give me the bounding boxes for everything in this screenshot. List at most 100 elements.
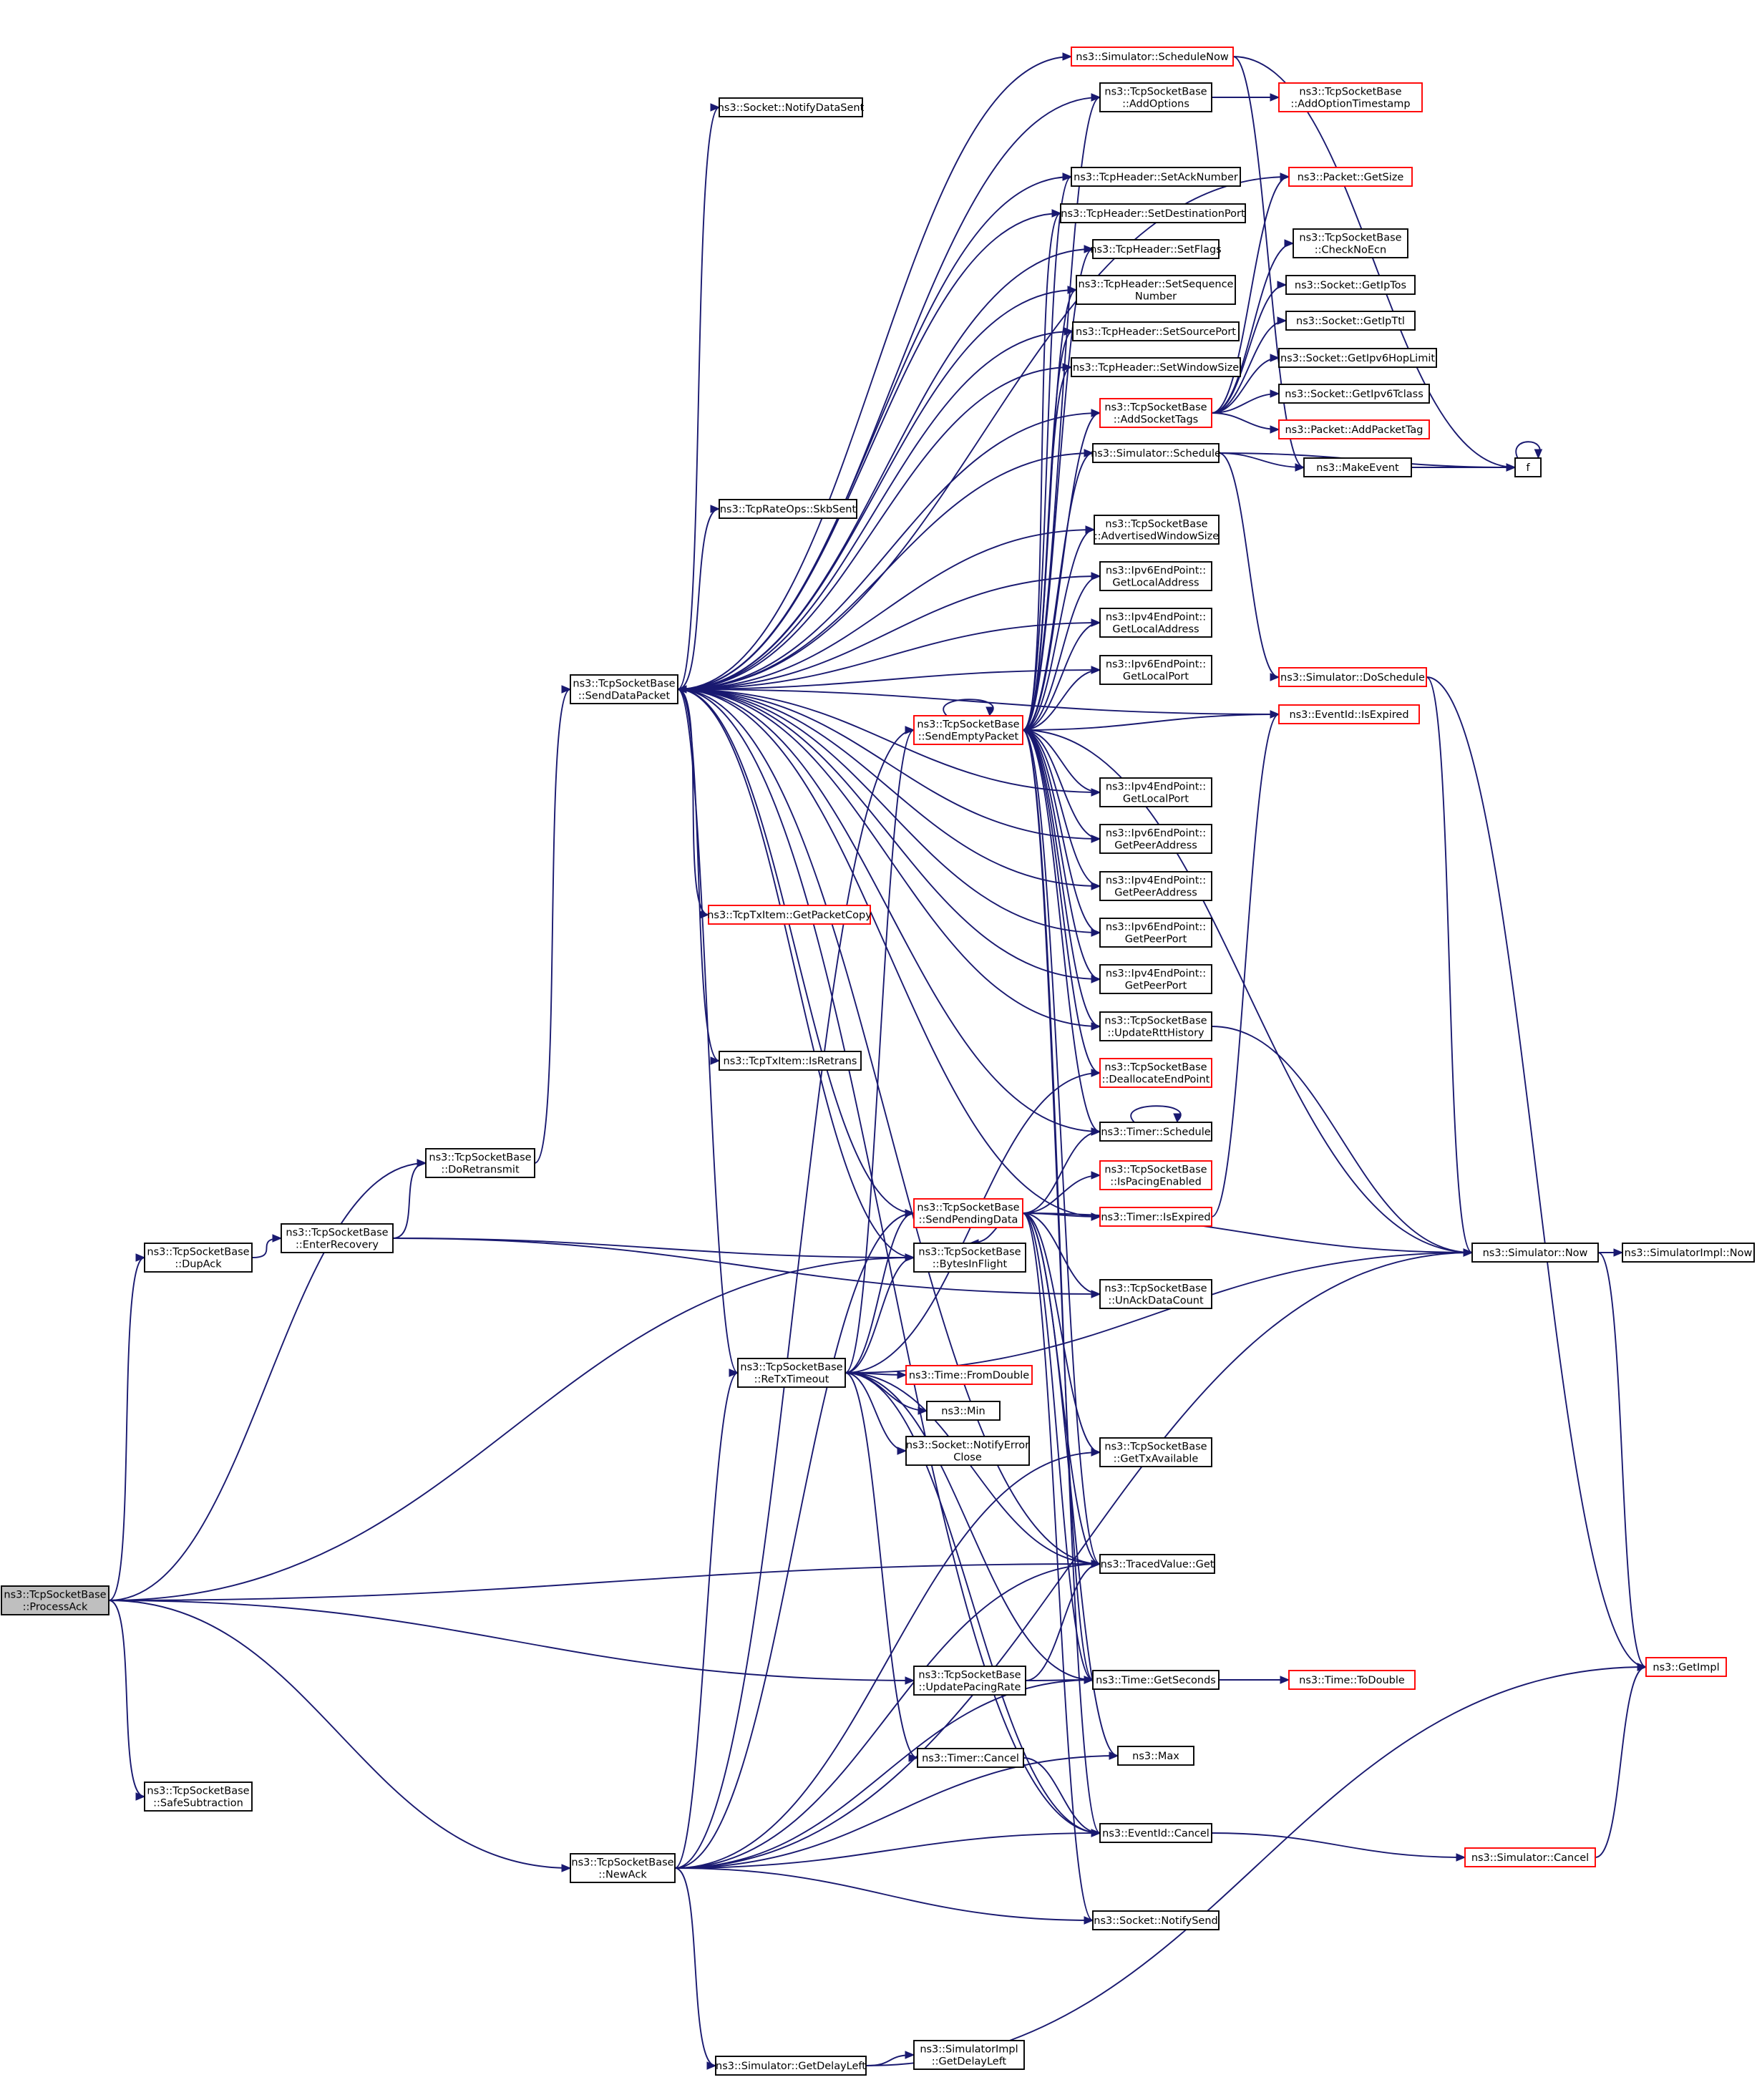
node-checknoecn[interactable]: ns3::TcpSocketBase::CheckNoEcn — [1293, 228, 1408, 258]
node-notifysend[interactable]: ns3::Socket::NotifySend — [1092, 1910, 1220, 1930]
call-edge — [1211, 316, 1288, 414]
node-label: ns3::SimulatorImpl — [920, 2044, 1018, 2056]
node-sim_cancel[interactable]: ns3::Simulator::Cancel — [1464, 1847, 1596, 1867]
node-todouble[interactable]: ns3::Time::ToDouble — [1288, 1670, 1416, 1690]
call-edge — [1022, 729, 1101, 843]
node-notifydatasent[interactable]: ns3::Socket::NotifyDataSent — [718, 97, 865, 117]
node-setacknumber[interactable]: ns3::TcpHeader::SetAckNumber — [1071, 167, 1241, 187]
node-setflags[interactable]: ns3::TcpHeader::SetFlags — [1090, 239, 1222, 259]
node-tracedvalue_get[interactable]: ns3::TracedValue::Get — [1099, 1554, 1215, 1574]
node-setsourceport[interactable]: ns3::TcpHeader::SetSourcePort — [1072, 321, 1240, 341]
node-bytesinflight[interactable]: ns3::TcpSocketBase::BytesInFlight — [913, 1243, 1026, 1273]
call-edge — [534, 685, 572, 1164]
node-min[interactable]: ns3::Min — [926, 1401, 1001, 1421]
node-sendemptypacket[interactable]: ns3::TcpSocketBase::SendEmptyPacket — [913, 715, 1023, 745]
node-makeevent[interactable]: ns3::MakeEvent — [1303, 457, 1412, 477]
node-enterrecovery[interactable]: ns3::TcpSocketBase::EnterRecovery — [281, 1223, 394, 1253]
node-getipv6hoplimit[interactable]: ns3::Socket::GetIpv6HopLimit — [1278, 348, 1437, 368]
edge-arrowhead — [729, 1369, 739, 1377]
edge-arrowhead — [1280, 172, 1290, 181]
node-getipttl[interactable]: ns3::Socket::GetIpTtl — [1285, 311, 1416, 331]
node-label: ns3::TcpSocketBase — [918, 1247, 1021, 1258]
node-label: ns3::TcpHeader::SetDestinationPort — [1061, 208, 1245, 220]
node-box — [1278, 419, 1430, 439]
node-retxtimeout[interactable]: ns3::TcpSocketBase::ReTxTimeout — [737, 1358, 846, 1388]
node-label: ns3::TcpSocketBase — [286, 1228, 388, 1239]
edge-arrowhead — [1109, 1751, 1119, 1760]
node-getimpl[interactable]: ns3::GetImpl — [1645, 1657, 1727, 1677]
node-getpacketcopy[interactable]: ns3::TcpTxItem::GetPacketCopy — [707, 905, 872, 925]
node-getdelayleft[interactable]: ns3::Simulator::GetDelayLeft — [715, 2056, 867, 2076]
node-simimpl_now[interactable]: ns3::SimulatorImpl::Now — [1622, 1243, 1755, 1263]
node-senddatapacket[interactable]: ns3::TcpSocketBase::SendDataPacket — [570, 674, 678, 704]
node-label: ns3::Ipv4EndPoint:: — [1106, 782, 1206, 793]
node-packet_getsize[interactable]: ns3::Packet::GetSize — [1288, 167, 1413, 187]
edge-arrowhead — [417, 1159, 427, 1167]
node-doretransmit[interactable]: ns3::TcpSocketBase::DoRetransmit — [425, 1148, 535, 1178]
node-getiptos[interactable]: ns3::Socket::GetIpTos — [1285, 275, 1416, 295]
node-label: ns3::TcpHeader::SetFlags — [1090, 244, 1221, 256]
node-timer_isexpired[interactable]: ns3::Timer::IsExpired — [1099, 1207, 1212, 1227]
node-skbsent[interactable]: ns3::TcpRateOps::SkbSent — [719, 499, 857, 519]
node-eventid_cancel[interactable]: ns3::EventId::Cancel — [1099, 1823, 1212, 1843]
call-edge — [1022, 729, 1101, 797]
node-timer_cancel[interactable]: ns3::Timer::Cancel — [917, 1748, 1024, 1768]
node-sendpendingdata[interactable]: ns3::TcpSocketBase::SendPendingData — [913, 1198, 1023, 1228]
node-max[interactable]: ns3::Max — [1117, 1746, 1194, 1766]
node-ipv4_localaddr[interactable]: ns3::Ipv4EndPoint::GetLocalAddress — [1099, 608, 1212, 638]
node-box — [719, 499, 857, 519]
node-ipv6_localaddr[interactable]: ns3::Ipv6EndPoint::GetLocalAddress — [1099, 561, 1212, 591]
node-advwindowsize[interactable]: ns3::TcpSocketBase::AdvertisedWindowSize — [1094, 515, 1220, 545]
node-ipv4_peeraddr[interactable]: ns3::Ipv4EndPoint::GetPeerAddress — [1099, 871, 1212, 901]
node-box — [905, 1365, 1033, 1385]
node-simimpl_getdelayleft[interactable]: ns3::SimulatorImpl::GetDelayLeft — [913, 2040, 1025, 2070]
node-getipv6tclass[interactable]: ns3::Socket::GetIpv6Tclass — [1278, 384, 1430, 404]
node-box — [1293, 228, 1408, 258]
node-fromdouble[interactable]: ns3::Time::FromDouble — [905, 1365, 1033, 1385]
node-dupack[interactable]: ns3::TcpSocketBase::DupAck — [144, 1243, 253, 1273]
node-ipv4_localport[interactable]: ns3::Ipv4EndPoint::GetLocalPort — [1099, 777, 1212, 807]
call-edge — [676, 685, 915, 1214]
node-timer_schedule[interactable]: ns3::Timer::Schedule — [1099, 1122, 1212, 1142]
node-deallocate[interactable]: ns3::TcpSocketBase::DeallocateEndPoint — [1099, 1058, 1212, 1088]
node-unackdatacount[interactable]: ns3::TcpSocketBase::UnAckDataCount — [1099, 1279, 1212, 1309]
node-addsockettags[interactable]: ns3::TcpSocketBase::AddSocketTags — [1099, 398, 1212, 428]
node-sim_schedule[interactable]: ns3::Simulator::Schedule — [1091, 443, 1221, 463]
node-ispacing[interactable]: ns3::TcpSocketBase::IsPacingEnabled — [1099, 1160, 1212, 1190]
node-getseconds[interactable]: ns3::Time::GetSeconds — [1092, 1670, 1220, 1690]
node-updatepacingrate[interactable]: ns3::TcpSocketBase::UpdatePacingRate — [913, 1666, 1026, 1696]
node-f[interactable]: f — [1514, 457, 1542, 477]
node-isretrans[interactable]: ns3::TcpTxItem::IsRetrans — [719, 1051, 862, 1071]
node-addoptions[interactable]: ns3::TcpSocketBase::AddOptions — [1099, 82, 1212, 112]
node-newack[interactable]: ns3::TcpSocketBase::NewAck — [570, 1853, 676, 1883]
call-edge — [674, 726, 915, 1869]
call-edge — [677, 52, 1073, 690]
node-box — [1285, 275, 1416, 295]
node-schedulenow[interactable]: ns3::Simulator::ScheduleNow — [1071, 47, 1234, 67]
node-doschedule[interactable]: ns3::Simulator::DoSchedule — [1278, 667, 1427, 687]
node-ipv6_localport[interactable]: ns3::Ipv6EndPoint::GetLocalPort — [1099, 655, 1212, 685]
node-setdestport[interactable]: ns3::TcpHeader::SetDestinationPort — [1060, 203, 1246, 223]
node-label: ns3::Ipv6EndPoint:: — [1106, 922, 1206, 933]
node-safesubtraction[interactable]: ns3::TcpSocketBase::SafeSubtraction — [144, 1781, 253, 1812]
node-label: ns3::Simulator::Now — [1483, 1248, 1588, 1259]
call-edge — [1211, 354, 1280, 414]
call-edge — [1130, 1105, 1182, 1124]
node-gettxavailable[interactable]: ns3::TcpSocketBase::GetTxAvailable — [1099, 1437, 1212, 1467]
node-box — [1099, 1437, 1212, 1467]
node-setwindowsize[interactable]: ns3::TcpHeader::SetWindowSize — [1071, 357, 1241, 377]
node-ipv6_peerport[interactable]: ns3::Ipv6EndPoint::GetPeerPort — [1099, 918, 1212, 948]
node-label: ns3::Socket::NotifySend — [1094, 1915, 1217, 1927]
call-edge — [1022, 618, 1101, 731]
node-updaterttt[interactable]: ns3::TcpSocketBase::UpdateRttHistory — [1099, 1011, 1212, 1041]
node-ipv6_peeraddr[interactable]: ns3::Ipv6EndPoint::GetPeerAddress — [1099, 824, 1212, 854]
node-label: ns3::TracedValue::Get — [1101, 1559, 1215, 1570]
node-addpackettag[interactable]: ns3::Packet::AddPacketTag — [1278, 419, 1430, 439]
node-eventid_isexpired[interactable]: ns3::EventId::IsExpired — [1278, 704, 1420, 724]
node-ipv4_peerport[interactable]: ns3::Ipv4EndPoint::GetPeerPort — [1099, 964, 1212, 994]
node-box — [926, 1401, 1001, 1421]
node-addoptiontimestamp[interactable]: ns3::TcpSocketBase::AddOptionTimestamp — [1278, 82, 1423, 112]
node-sim_now[interactable]: ns3::Simulator::Now — [1471, 1243, 1599, 1263]
